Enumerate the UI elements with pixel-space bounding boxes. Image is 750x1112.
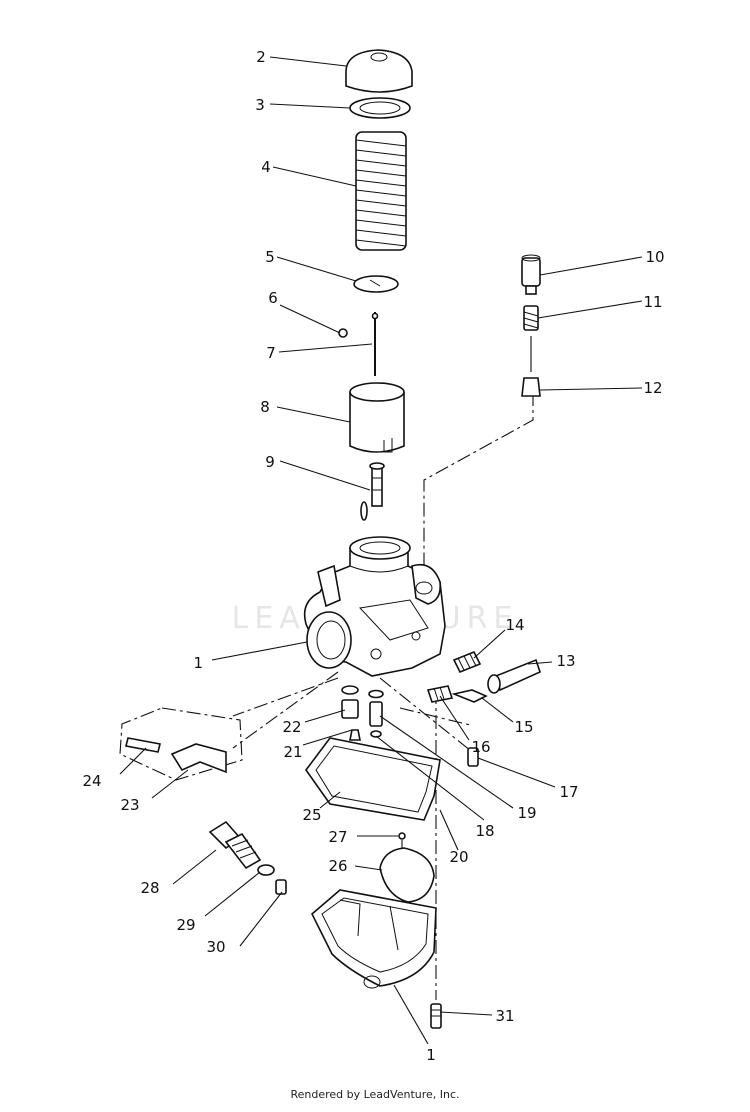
callout-23: 23 [120, 796, 139, 814]
callout-20: 20 [449, 848, 468, 866]
callout-16: 16 [471, 738, 490, 756]
part-carburetor-body [303, 501, 446, 677]
leader-lines [119, 56, 643, 1045]
part-bracket [119, 707, 243, 781]
callout-10: 10 [645, 248, 664, 266]
callout-1: 1 [193, 654, 203, 672]
part-float-bowl [311, 889, 437, 989]
callout-6: 6 [268, 289, 278, 307]
part-throttle-stop-screw [487, 658, 541, 694]
callout-7: 7 [266, 344, 276, 362]
assembly-lines [232, 392, 534, 1000]
callout-11: 11 [643, 293, 662, 311]
callout-31: 31 [495, 1007, 514, 1025]
callout-26: 26 [328, 857, 347, 875]
callout-29: 29 [176, 916, 195, 934]
part-float [379, 832, 435, 903]
callout-3: 3 [255, 96, 265, 114]
callout-15: 15 [514, 718, 533, 736]
part-cap [345, 49, 413, 93]
footer-credit: Rendered by LeadVenture, Inc. [290, 1088, 460, 1101]
callout-4: 4 [261, 158, 271, 176]
part-clip [338, 328, 348, 338]
callout-28: 28 [140, 879, 159, 897]
callout-22: 22 [282, 718, 301, 736]
callout-9: 9 [265, 453, 275, 471]
part-throttle-spring [355, 131, 407, 251]
part-stop-screw-spring [452, 650, 482, 674]
callout-19: 19 [517, 804, 536, 822]
callout-1-bowl: 1 [426, 1046, 436, 1064]
callout-25: 25 [302, 806, 321, 824]
part-retainer-plate [353, 275, 399, 293]
callout-18: 18 [475, 822, 494, 840]
part-throttle-valve [349, 382, 405, 453]
callout-2: 2 [256, 48, 266, 66]
callout-8: 8 [260, 398, 270, 416]
callout-30: 30 [206, 938, 225, 956]
callout-21: 21 [283, 743, 302, 761]
part-drain-bolt [208, 820, 287, 895]
callout-14: 14 [505, 616, 524, 634]
callout-numbers: 1 2 3 4 5 6 7 8 9 10 11 12 13 14 15 16 1… [82, 48, 664, 1064]
part-needle-jet [369, 462, 385, 507]
part-washer-top [349, 97, 411, 119]
callout-13: 13 [556, 652, 575, 670]
part-float-bowl-gasket [305, 737, 441, 821]
part-pilot-screw [426, 685, 488, 703]
part-air-screw-assembly [521, 254, 541, 397]
part-bowl-screw [430, 1003, 442, 1029]
part-jet-needle [371, 312, 379, 376]
callout-12: 12 [643, 379, 662, 397]
callout-24: 24 [82, 772, 101, 790]
part-jets-and-washers [341, 685, 384, 741]
callout-17: 17 [559, 783, 578, 801]
callout-27: 27 [328, 828, 347, 846]
part-plug [467, 747, 479, 767]
callout-5: 5 [265, 248, 275, 266]
